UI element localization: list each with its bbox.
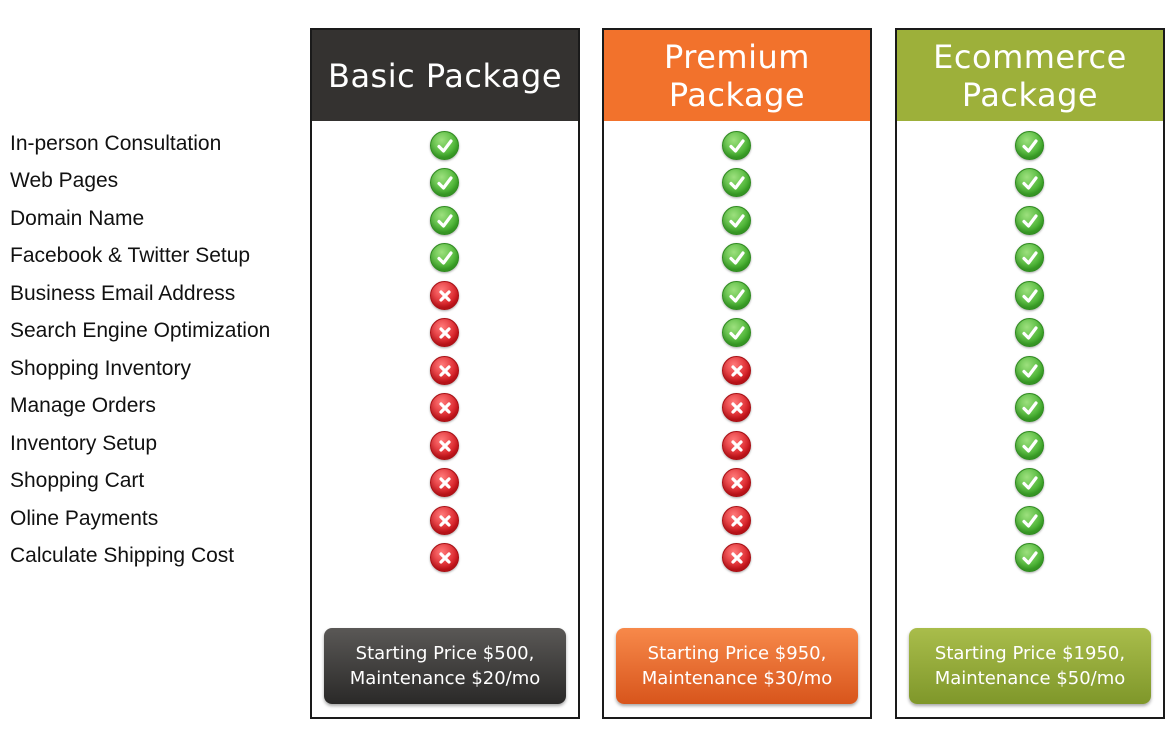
x-icon xyxy=(430,431,459,460)
feature-label-shopping-inventory: Shopping Inventory xyxy=(10,357,191,380)
check-icon xyxy=(430,131,459,160)
x-icon xyxy=(722,356,751,385)
check-icon xyxy=(722,281,751,310)
check-icon xyxy=(1015,356,1044,385)
package-title: Ecommerce Package xyxy=(897,30,1163,121)
feature-label-business-email: Business Email Address xyxy=(10,282,236,305)
check-icon xyxy=(722,206,751,235)
x-icon xyxy=(722,543,751,572)
check-icon xyxy=(1015,243,1044,272)
starting-price-button[interactable]: Starting Price $500, Maintenance $20/mo xyxy=(324,628,566,704)
check-icon xyxy=(430,168,459,197)
check-icon xyxy=(722,243,751,272)
x-icon xyxy=(722,393,751,422)
check-icon xyxy=(1015,393,1044,422)
feature-label-shipping-cost: Calculate Shipping Cost xyxy=(10,544,235,567)
check-icon xyxy=(1015,131,1044,160)
package-title-line1: Ecommerce xyxy=(933,37,1127,76)
package-title: Basic Package xyxy=(312,30,578,121)
x-icon xyxy=(430,393,459,422)
package-column-basic: Basic Package Starting Price $500, Maint… xyxy=(310,28,580,719)
starting-price-button[interactable]: Starting Price $1950, Maintenance $50/mo xyxy=(909,628,1151,704)
package-column-premium: Premium Package Starting Price $950, Mai… xyxy=(602,28,872,719)
check-icon xyxy=(722,131,751,160)
check-icon xyxy=(1015,318,1044,347)
feature-label-web-pages: Web Pages xyxy=(10,169,119,192)
starting-price-text: Starting Price $500, xyxy=(355,643,535,664)
check-icon xyxy=(1015,206,1044,235)
check-icon xyxy=(1015,168,1044,197)
package-title: Premium Package xyxy=(604,30,870,121)
package-title-line2: Package xyxy=(668,75,806,114)
feature-label-domain-name: Domain Name xyxy=(10,207,145,230)
package-title-line1: Premium xyxy=(664,37,810,76)
package-column-ecommerce: Ecommerce Package Starting Price $1950, … xyxy=(895,28,1165,719)
feature-label-inventory-setup: Inventory Setup xyxy=(10,432,158,455)
starting-price-text: Starting Price $1950, xyxy=(934,643,1126,664)
feature-label-in-person-consultation: In-person Consultation xyxy=(10,132,222,155)
x-icon xyxy=(430,318,459,347)
starting-price-text: Starting Price $950, xyxy=(647,643,827,664)
maintenance-price-text: Maintenance $50/mo xyxy=(934,668,1126,689)
check-icon xyxy=(430,243,459,272)
package-title-line1: Basic Package xyxy=(327,56,563,95)
feature-label-online-payments: Oline Payments xyxy=(10,507,159,530)
x-icon xyxy=(430,468,459,497)
maintenance-price-text: Maintenance $30/mo xyxy=(641,668,833,689)
maintenance-price-text: Maintenance $20/mo xyxy=(349,668,541,689)
x-icon xyxy=(430,506,459,535)
check-icon xyxy=(1015,281,1044,310)
x-icon xyxy=(430,543,459,572)
x-icon xyxy=(722,506,751,535)
check-icon xyxy=(1015,506,1044,535)
feature-label-shopping-cart: Shopping Cart xyxy=(10,469,145,492)
x-icon xyxy=(722,468,751,497)
x-icon xyxy=(722,431,751,460)
starting-price-button[interactable]: Starting Price $950, Maintenance $30/mo xyxy=(616,628,858,704)
check-icon xyxy=(430,206,459,235)
package-title-line2: Package xyxy=(961,75,1099,114)
feature-label-seo: Search Engine Optimization xyxy=(10,319,271,342)
x-icon xyxy=(430,356,459,385)
check-icon xyxy=(722,318,751,347)
feature-label-manage-orders: Manage Orders xyxy=(10,394,156,417)
x-icon xyxy=(430,281,459,310)
check-icon xyxy=(1015,543,1044,572)
feature-label-social-setup: Facebook & Twitter Setup xyxy=(10,244,251,267)
check-icon xyxy=(1015,431,1044,460)
check-icon xyxy=(722,168,751,197)
check-icon xyxy=(1015,468,1044,497)
